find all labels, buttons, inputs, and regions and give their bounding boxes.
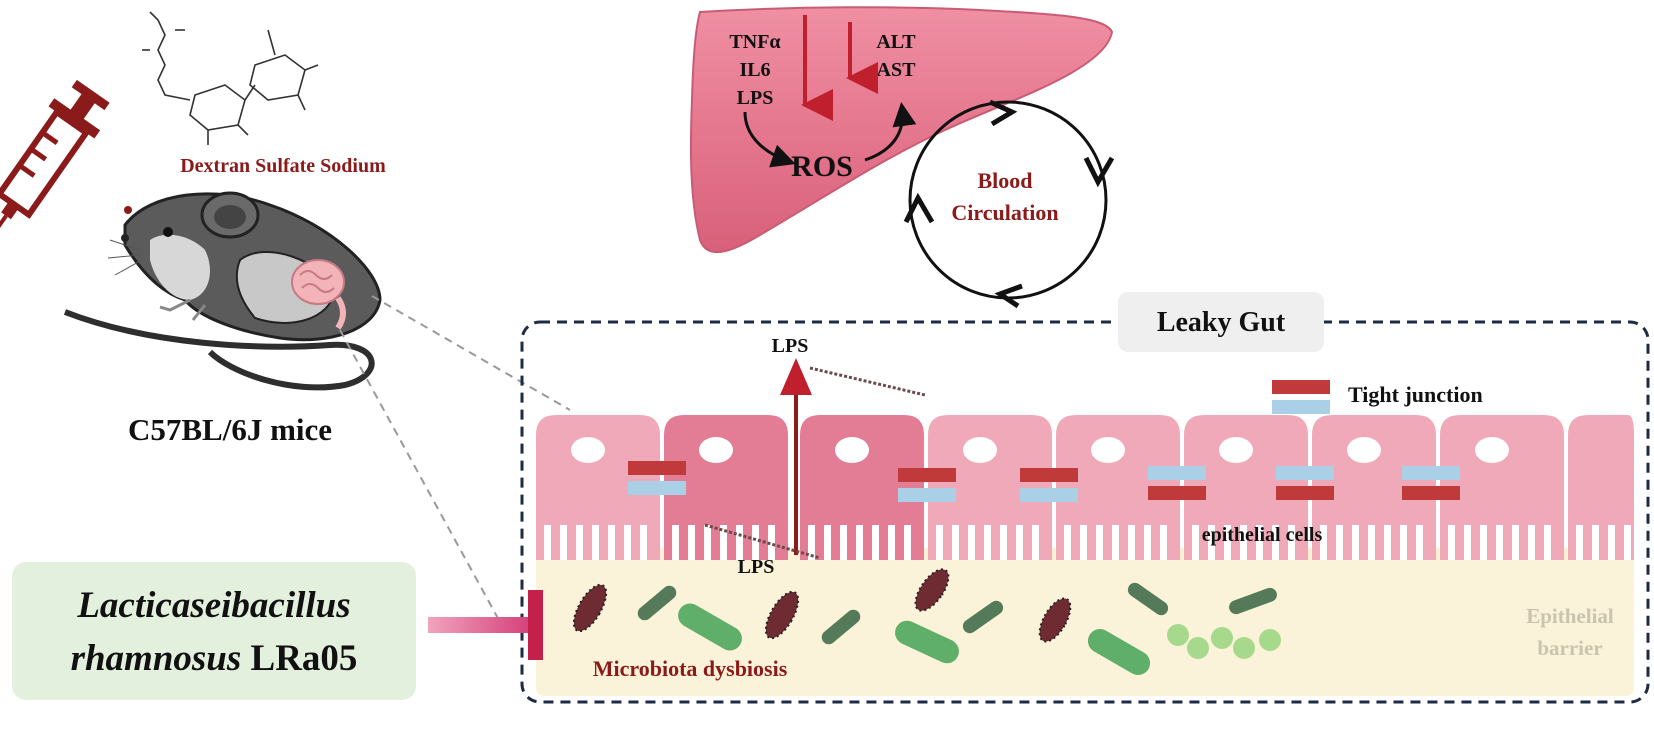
bacterium-pathogenic-icon: [1038, 597, 1072, 643]
tight-junction: [1020, 488, 1078, 502]
intestine-icon: [291, 259, 346, 330]
bacterium-commensal-icon: [1127, 582, 1169, 616]
liver-marker-lps: LPS: [737, 87, 774, 109]
tight-junction: [1402, 486, 1460, 500]
bacterium-commensal-icon: [1229, 587, 1277, 615]
tight-junction: [898, 488, 956, 502]
droplet-icon: [124, 206, 132, 214]
mouse-illustration: [63, 191, 382, 391]
inhibition-arrow-bar: [428, 617, 530, 633]
tight-junction: [1020, 468, 1078, 482]
probiotic-strain-spacer: [241, 638, 250, 679]
leaky-gut-title-box: [1118, 292, 1324, 352]
liver-marker-alt: ALT: [876, 31, 916, 53]
probiotic-species: rhamnosus: [71, 638, 242, 679]
epithelial-cell: [1568, 415, 1634, 560]
leaky-gut-title: Leaky Gut: [1157, 307, 1286, 338]
ros-label: ROS: [791, 150, 853, 183]
bacterium-commensal-icon: [1087, 629, 1151, 675]
inhibition-arrow-head-icon: [528, 590, 543, 660]
probiotic-box: [12, 562, 416, 700]
leaky-gut-panel: [520, 320, 1650, 704]
bacterium-commensal-icon: [895, 620, 959, 664]
tight-junction: [1148, 466, 1206, 480]
tight-junction: [1148, 486, 1206, 500]
lumen-background: [536, 548, 1634, 696]
tight-junction: [1402, 466, 1460, 480]
bacterium-commensal-icon: [962, 600, 1004, 634]
liver-marker-tnfa: TNFα: [729, 31, 780, 53]
lps-molecule-icon: [809, 366, 926, 397]
microbiota-dysbiosis-label: Microbiota dysbiosis: [593, 656, 788, 681]
bacterium-pathogenic-icon: [572, 583, 608, 633]
epithelial-cell: [1056, 415, 1180, 560]
tight-junction: [1276, 466, 1334, 480]
epithelial-cell: [664, 415, 788, 560]
liver-marker-ast: AST: [877, 59, 917, 81]
syringe-icon: [0, 79, 110, 243]
tight-junctions: [628, 461, 1460, 502]
curve-arrow-from-ros: [864, 102, 917, 162]
epithelial-cell: [1184, 415, 1308, 560]
liver-marker-il6: IL6: [739, 59, 770, 81]
legend-swatch-blue: [1272, 400, 1330, 414]
mouse-label: C57BL/6J mice: [128, 412, 332, 447]
legend-tight-junction-label: Tight junction: [1348, 382, 1483, 407]
bacterium-pathogenic-icon: [764, 590, 800, 640]
circulation-label-line2: Circulation: [951, 200, 1058, 225]
lps-bottom-label: LPS: [738, 556, 775, 578]
legend-swatch-red: [1272, 380, 1330, 394]
probiotic-label-line1: Lacticaseibacillus: [76, 585, 350, 626]
bacterium-pathogenic-icon: [914, 568, 950, 612]
dss-label: Dextran Sulfate Sodium: [180, 155, 386, 177]
epithelial-barrier-label-line1: Epithelial: [1526, 604, 1614, 628]
lps-top-label: LPS: [772, 335, 809, 357]
curve-arrow-to-ros: [743, 111, 796, 168]
epithelial-cells-label: epithelial cells: [1202, 524, 1323, 546]
epithelial-cell: [1440, 415, 1564, 560]
epithelial-barrier-label-line2: barrier: [1537, 636, 1602, 660]
dss-structure-icon: [142, 11, 319, 145]
epithelial-cell-layer: [536, 415, 1634, 560]
epithelial-cell: [800, 415, 924, 560]
probiotic-label-line2: rhamnosus LRa05: [71, 638, 358, 679]
epithelial-cell: [928, 415, 1052, 560]
probiotic-strain: LRa05: [251, 638, 358, 679]
epithelial-cell: [536, 415, 660, 560]
zoom-line-upper: [371, 295, 571, 411]
circulation-label-line1: Blood: [977, 168, 1032, 193]
tight-junction: [628, 481, 686, 495]
bacterium-commensal-icon: [637, 585, 677, 621]
bacterium-cocci-icon: [1167, 624, 1281, 659]
tight-junction: [628, 461, 686, 475]
tight-junction: [1276, 486, 1334, 500]
lps-arrow-head-icon: [780, 358, 812, 395]
bacterium-commensal-icon: [821, 609, 861, 645]
microbiota-bacteria: [572, 568, 1281, 675]
circulation-cycle-icon: [903, 99, 1115, 309]
tight-junction: [898, 468, 956, 482]
epithelial-cell: [1312, 415, 1436, 560]
bacterium-commensal-icon: [678, 603, 742, 651]
